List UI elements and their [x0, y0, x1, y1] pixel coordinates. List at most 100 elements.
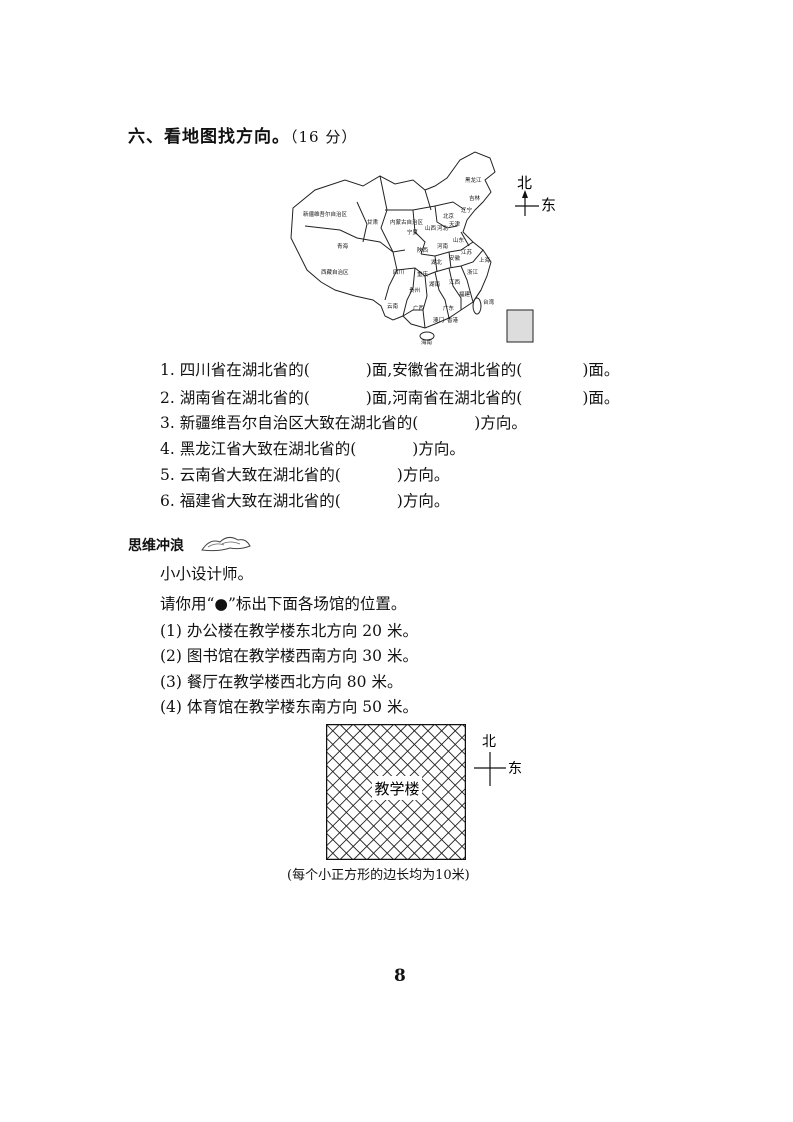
- question-text: )方向。: [412, 440, 465, 458]
- province-label: 青海: [337, 242, 349, 250]
- grid-line: [326, 832, 354, 860]
- page-number: 8: [394, 966, 406, 986]
- extension-item: (3) 餐厅在教学楼西北方向 80 米。: [160, 673, 403, 691]
- grid-line: [393, 787, 466, 860]
- province-label: 河北: [437, 224, 449, 232]
- grid-line: [380, 773, 466, 860]
- grid-line: [420, 724, 466, 770]
- question-text: 四川省在湖北省的(: [179, 361, 310, 379]
- question-text: )方向。: [396, 466, 450, 484]
- question-5: 5. 云南省大致在湖北省的( )方向。: [160, 463, 449, 485]
- grid-line: [366, 760, 466, 860]
- question-text: )面,河南省在湖北省的(: [365, 389, 523, 407]
- grid-line: [326, 724, 422, 820]
- grid-line: [326, 724, 436, 834]
- grid-line: [326, 724, 381, 780]
- map-compass: 北 东: [515, 174, 555, 216]
- question-text: 湖南省在湖北省的(: [179, 389, 310, 407]
- question-number: 3.: [160, 414, 175, 432]
- grid-compass-east: 东: [508, 761, 522, 777]
- question-text: 云南省大致在湖北省的(: [179, 466, 341, 484]
- extension-item: (2) 图书馆在教学楼西南方向 30 米。: [160, 647, 418, 665]
- province-label: 广东: [443, 304, 455, 312]
- question-2: 2. 湖南省在湖北省的( )面,河南省在湖北省的( )面。: [160, 386, 619, 408]
- question-text: 黑龙江省大致在湖北省的(: [179, 440, 357, 458]
- question-number: 1.: [160, 361, 175, 379]
- province-label: 福建: [459, 290, 471, 298]
- question-text: )方向。: [474, 414, 527, 432]
- map-compass-north: 北: [517, 174, 532, 192]
- grid-line: [326, 724, 408, 807]
- china-map: 北 东 黑龙江 吉林 辽宁 北京 天津 河北 山西 内蒙古自治区 宁夏 甘肃 新…: [290, 151, 555, 345]
- province-label: 北京: [443, 212, 455, 220]
- question-text: )面,安徽省在湖北省的(: [365, 361, 523, 379]
- province-label: 山东: [453, 236, 465, 244]
- grid-line: [448, 841, 466, 860]
- province-label: 湖北: [431, 258, 443, 266]
- extension-subtitle: 小小设计师。: [160, 565, 254, 583]
- grid-border: [326, 724, 466, 860]
- province-label: 广西: [413, 304, 425, 312]
- question-text: )面。: [582, 361, 620, 379]
- province-label: 云南: [387, 302, 399, 310]
- grid-compass: 北 东: [474, 734, 522, 786]
- grid-line: [326, 724, 354, 752]
- grid-line: [326, 804, 381, 860]
- question-6: 6. 福建省大致在湖北省的( )方向。: [160, 489, 449, 511]
- province-label: 安徽: [449, 254, 461, 262]
- campus-grid[interactable]: 教学楼: [326, 724, 466, 860]
- map-compass-east: 东: [541, 196, 555, 214]
- province-label: 重庆: [417, 270, 429, 278]
- question-1: 1. 四川省在湖北省的( )面,安徽省在湖北省的( )面。: [160, 358, 619, 380]
- province-label: 辽宁: [461, 206, 473, 214]
- province-label: 江西: [449, 279, 461, 286]
- extension-title: 思维冲浪: [128, 538, 184, 554]
- province-label: 江苏: [461, 248, 473, 256]
- province-label: 西藏自治区: [321, 268, 349, 276]
- grid-line: [407, 800, 466, 860]
- province-label: 陕西: [417, 246, 429, 254]
- hainan-shape: [419, 331, 435, 341]
- grid-line: [326, 791, 395, 860]
- wave-icon: [201, 536, 251, 552]
- extension-item: (1) 办公楼在教学楼东北方向 20 米。: [160, 622, 418, 640]
- question-3: 3. 新疆维吾尔自治区大致在湖北省的( )方向。: [160, 411, 527, 433]
- province-label: 浙江: [467, 268, 479, 276]
- question-number: 5.: [160, 466, 175, 484]
- province-label: 香港: [447, 316, 459, 324]
- grid-line: [407, 724, 466, 784]
- grid-compass-north: 北: [482, 734, 496, 750]
- question-text: 新疆维吾尔自治区大致在湖北省的(: [179, 414, 419, 432]
- grid-line: [420, 814, 466, 860]
- question-text: )面。: [582, 389, 620, 407]
- province-label: 台湾: [483, 298, 495, 306]
- extension-item: (4) 体育馆在教学楼东南方向 50 米。: [160, 698, 418, 716]
- grid-line: [434, 828, 466, 860]
- section-score: （16 分）: [290, 128, 358, 146]
- province-label: 海南: [421, 338, 433, 345]
- question-text: )方向。: [396, 492, 450, 510]
- province-label: 新疆维吾尔自治区: [303, 210, 348, 218]
- section-title-text: 六、看地图找方向。: [128, 127, 290, 147]
- grid-line: [448, 724, 466, 743]
- center-label-bg: [372, 776, 422, 800]
- extension-instruction: 请你用“●”标出下面各场馆的位置。: [160, 595, 407, 613]
- province-label: 河南: [437, 242, 449, 250]
- province-label: 贵州: [409, 286, 420, 294]
- question-number: 4.: [160, 440, 175, 458]
- province-label: 甘肃: [367, 218, 379, 226]
- teaching-building-label: 教学楼: [374, 780, 419, 798]
- province-label: 黑龙江: [465, 176, 482, 184]
- province-label: 内蒙古自治区: [390, 218, 424, 226]
- grid-line: [434, 724, 466, 756]
- grid-line: [326, 818, 368, 860]
- grid-line: [326, 724, 368, 766]
- province-label: 四川: [393, 269, 404, 276]
- question-number: 2.: [160, 389, 175, 407]
- province-label: 宁夏: [407, 228, 419, 236]
- province-label: 吉林: [469, 194, 481, 202]
- province-label: 山西: [425, 224, 437, 232]
- question-text: 福建省大致在湖北省的(: [179, 492, 341, 510]
- province-label: 上海: [479, 256, 491, 264]
- question-number: 6.: [160, 492, 175, 510]
